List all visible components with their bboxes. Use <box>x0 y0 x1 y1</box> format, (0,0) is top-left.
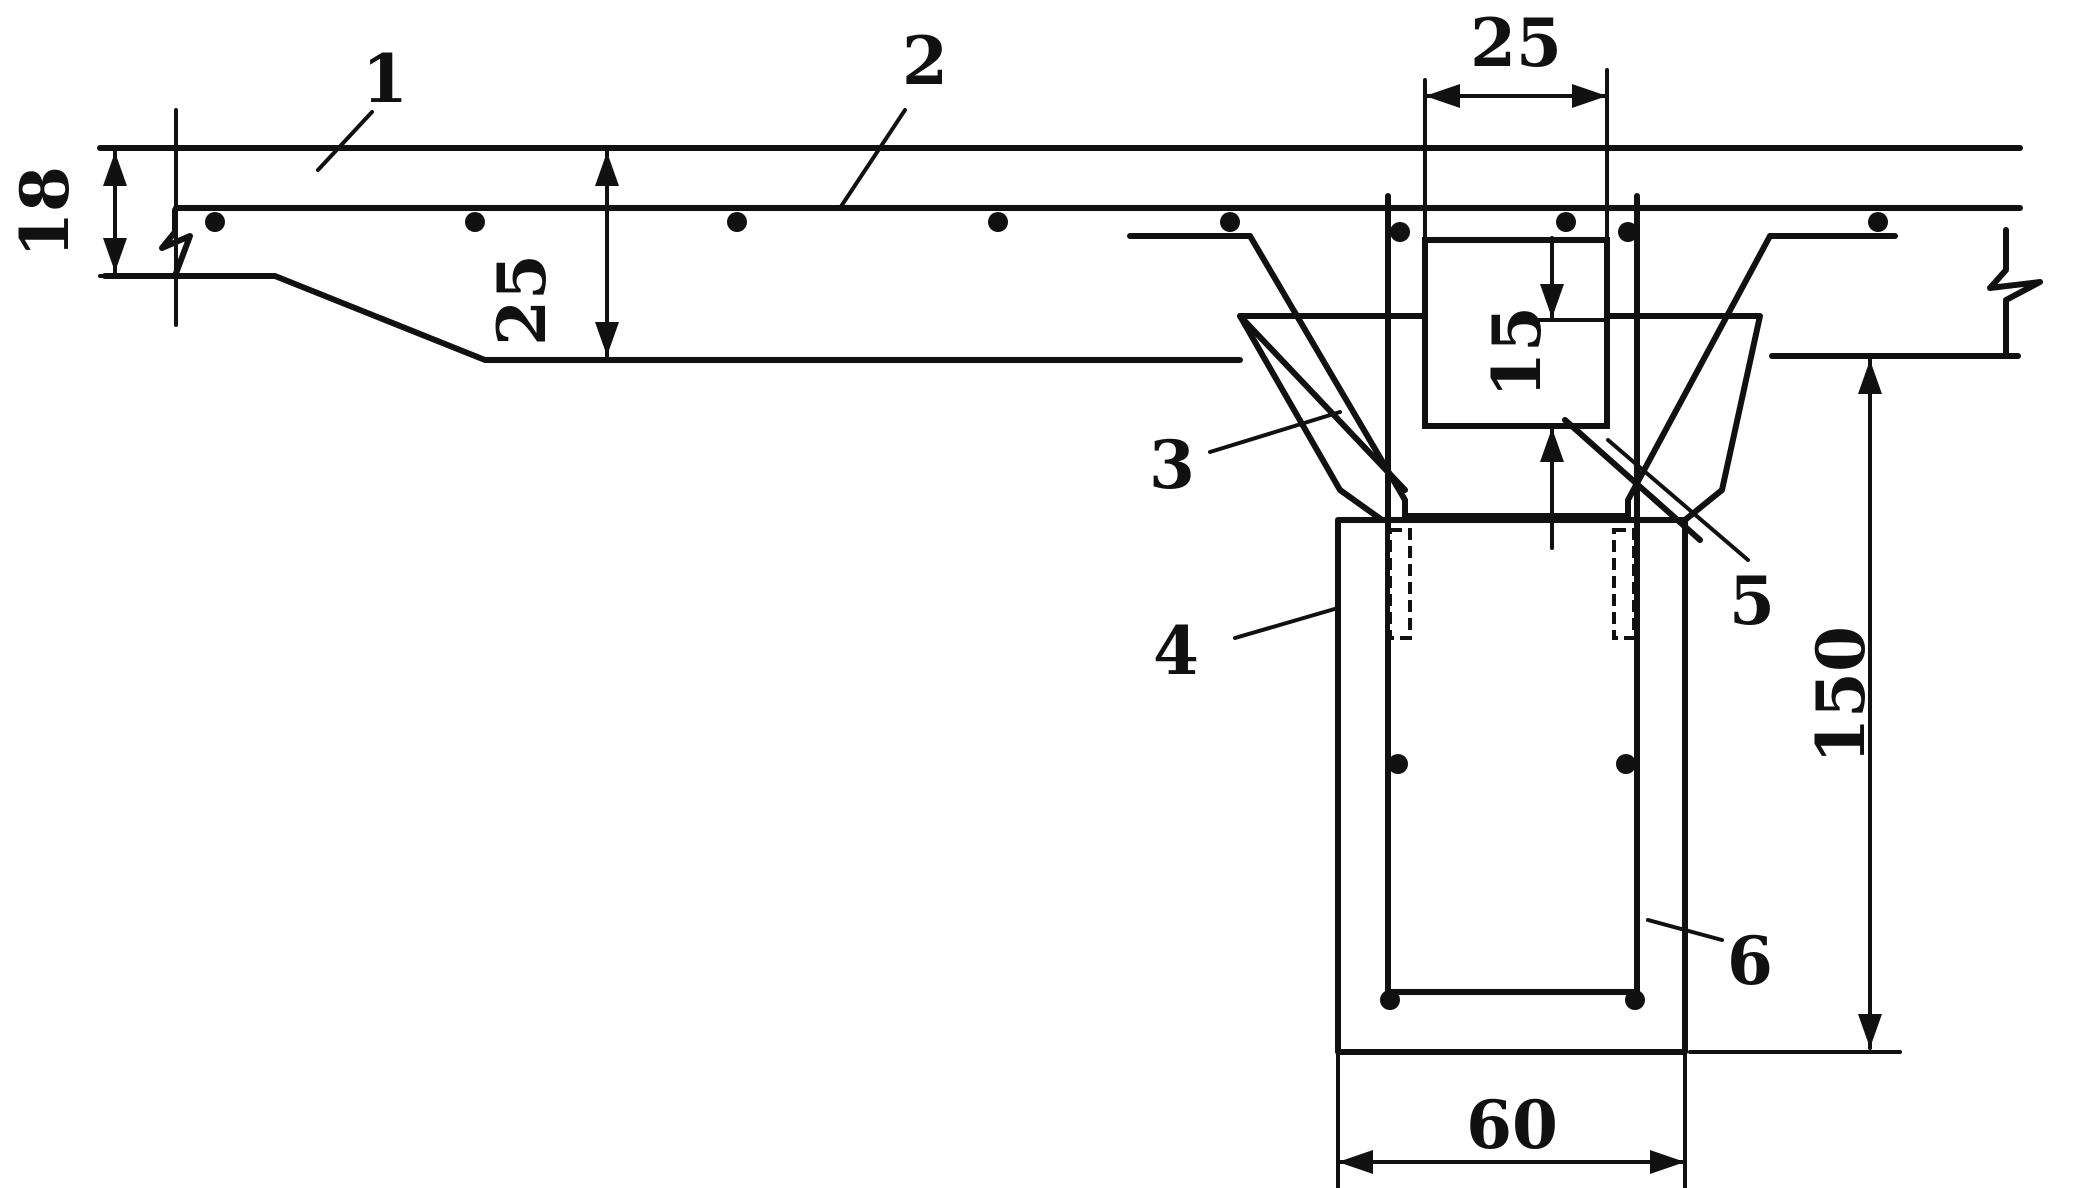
rebar-dot <box>1220 212 1240 232</box>
inclined-bar-left <box>1247 233 1408 519</box>
leader-6 <box>1646 918 1724 942</box>
arrow-head <box>595 152 619 186</box>
weld-plate-left <box>1388 528 1412 640</box>
inclined-bar-right <box>1625 233 1773 519</box>
dim-deck-depth-label: 25 <box>483 254 561 346</box>
arrow-head <box>1338 1150 1373 1174</box>
dim-beam-width-label: 60 <box>1466 1086 1558 1164</box>
rebar-dot <box>1388 754 1408 774</box>
beam-reinforcement <box>1237 193 1773 1010</box>
arrow-head <box>1858 360 1882 394</box>
callouts: 1 2 3 4 5 6 <box>316 22 1775 1000</box>
diagonal-bar-b <box>1562 417 1703 543</box>
leader-4 <box>1233 606 1340 640</box>
callout-5: 5 <box>1729 562 1775 640</box>
deck-underside-left <box>102 273 1243 363</box>
dimension-lines <box>98 68 1902 1188</box>
leader-1 <box>316 110 374 172</box>
callout-2: 2 <box>902 22 948 100</box>
diagonal-bar-a <box>1237 313 1408 493</box>
rebar-dot <box>465 212 485 232</box>
rebar-dot <box>1868 212 1888 232</box>
arrow-head <box>103 152 127 186</box>
callout-1: 1 <box>362 40 408 118</box>
right-break-line <box>1987 227 2043 359</box>
rebar-dot <box>1390 222 1410 242</box>
rebar-dot <box>1616 754 1636 774</box>
rebar-dot <box>727 212 747 232</box>
dim-beam-height-label: 150 <box>1802 626 1880 764</box>
arrow-head <box>595 322 619 356</box>
rebar-dot <box>1380 990 1400 1010</box>
rebar-dot <box>205 212 225 232</box>
arrow-head <box>1572 84 1607 108</box>
rebar-dot <box>988 212 1008 232</box>
leader-3 <box>1208 410 1342 454</box>
arrow-head <box>1858 1014 1882 1048</box>
rebar-dot <box>1556 212 1576 232</box>
callout-6: 6 <box>1727 922 1773 1000</box>
rebar-dot <box>1625 990 1645 1010</box>
dimension-labels: 25 18 25 15 150 60 <box>6 4 1880 1164</box>
dim-slab-thickness-label: 18 <box>6 166 84 258</box>
arrow-head <box>1540 428 1564 462</box>
arrow-head <box>1650 1150 1685 1174</box>
deck-slab <box>97 145 2043 363</box>
callout-4: 4 <box>1153 612 1199 690</box>
leader-5 <box>1606 438 1750 562</box>
arrow-head <box>1540 284 1564 318</box>
leader-2 <box>838 108 907 210</box>
dim-top-width-label: 25 <box>1470 4 1562 82</box>
rebar-dot <box>1618 222 1638 242</box>
arrow-head <box>103 238 127 272</box>
dim-joint-depth-label: 15 <box>1478 306 1556 398</box>
callout-3: 3 <box>1149 426 1195 504</box>
weld-plate-right <box>1612 528 1636 640</box>
arrow-head <box>1425 84 1460 108</box>
